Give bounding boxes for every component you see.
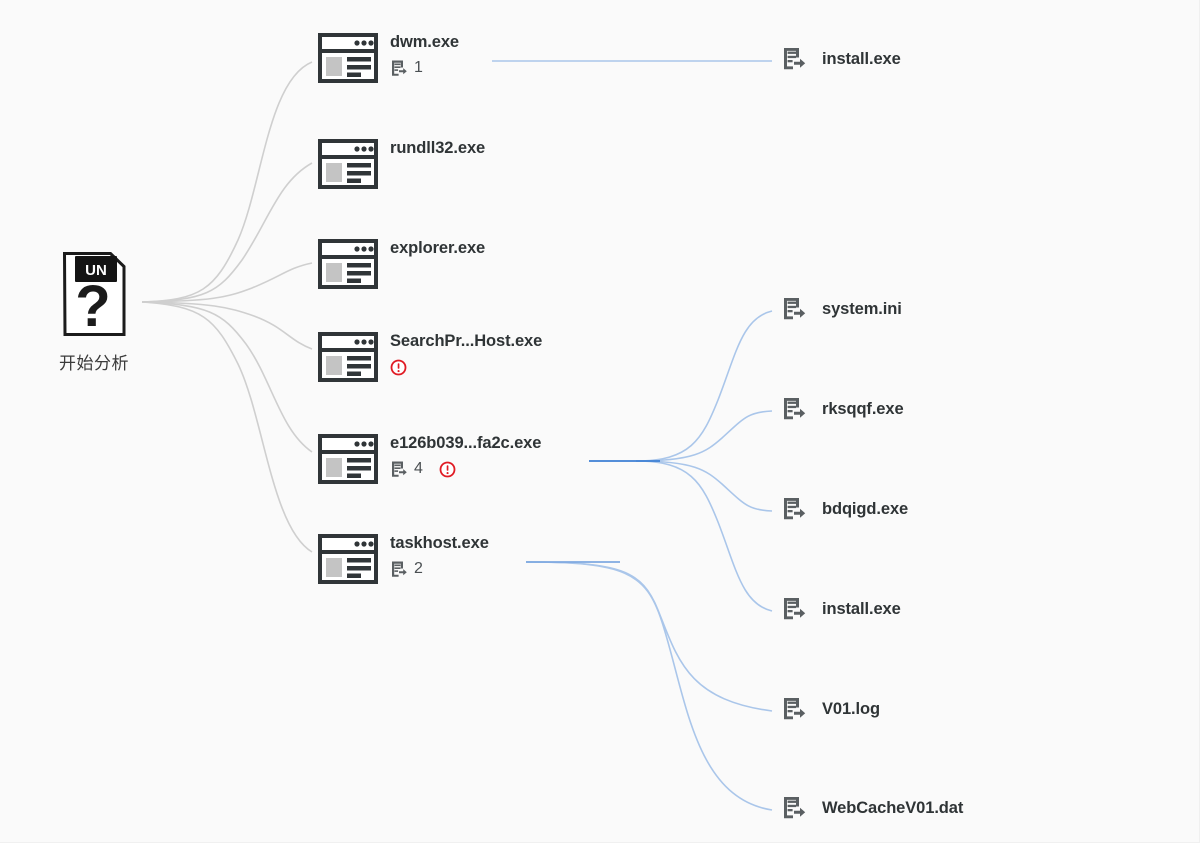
process-name: SearchPr...Host.exe [390,332,543,350]
file-node-system-ini[interactable]: system.ini [782,296,902,324]
edge-e126b039-bdqigd [635,460,773,512]
process-name: rundll32.exe [390,139,486,157]
process-node-dwm[interactable]: dwm.exe 1 [318,32,459,83]
file-write-icon [782,795,808,823]
file-name: install.exe [822,50,901,68]
process-meta [390,357,407,377]
file-count-value: 1 [414,59,423,76]
file-write-icon [782,596,808,624]
file-count-badge: 2 [390,560,423,578]
process-window-icon [318,332,378,382]
file-name: bdqigd.exe [822,500,909,518]
process-window-icon [318,534,378,584]
file-name: WebCacheV01.dat [822,799,964,817]
file-node-install-top[interactable]: install.exe [782,46,901,74]
process-window-icon [318,139,378,189]
root-node-label: 开始分析 [59,354,129,373]
file-write-icon [782,396,808,424]
root-node-start-analysis[interactable]: UN ? 开始分析 [14,250,174,374]
file-node-text: WebCacheV01.dat [822,795,963,821]
edge-taskhost-v01log [525,561,773,712]
process-node-e126b039[interactable]: e126b039...fa2c.exe 4 [318,433,541,484]
process-name: explorer.exe [390,239,486,257]
process-node-text: e126b039...fa2c.exe 4 [390,433,541,479]
process-node-searchprotocolhost[interactable]: SearchPr...Host.exe [318,331,542,382]
process-window-icon [318,434,378,484]
file-node-rksqqf[interactable]: rksqqf.exe [782,396,904,424]
unknown-file-icon: UN ? [60,250,128,339]
file-write-icon [782,46,808,74]
file-count-value: 4 [414,460,423,477]
process-meta: 2 [390,559,423,579]
process-node-text: SearchPr...Host.exe [390,331,542,377]
file-node-text: bdqigd.exe [822,496,908,522]
process-node-text: dwm.exe 1 [390,32,459,78]
warning-icon[interactable] [439,461,456,478]
process-window-icon [318,33,378,83]
file-write-icon [390,560,408,578]
process-name: taskhost.exe [390,534,489,552]
process-meta: 4 [390,459,456,479]
file-write-icon [782,296,808,324]
file-node-text: V01.log [822,696,880,722]
process-node-taskhost[interactable]: taskhost.exe 2 [318,533,489,584]
file-node-text: install.exe [822,596,901,622]
process-node-text: rundll32.exe [390,138,485,158]
edge-taskhost-webcache [525,561,773,811]
process-meta: 1 [390,58,423,78]
e126b039-file-edges [635,310,773,612]
file-node-text: rksqqf.exe [822,396,904,422]
file-write-icon [390,460,408,478]
svg-text:UN: UN [85,262,107,279]
file-write-icon [390,59,408,77]
svg-text:?: ? [75,274,110,339]
file-name: rksqqf.exe [822,400,904,418]
file-node-text: system.ini [822,296,902,322]
process-name: e126b039...fa2c.exe [390,434,542,452]
warning-icon[interactable] [390,359,407,376]
file-name: system.ini [822,300,902,318]
file-count-badge: 4 [390,460,423,478]
file-node-install-mid[interactable]: install.exe [782,596,901,624]
file-write-icon [782,696,808,724]
process-name: dwm.exe [390,33,459,51]
file-write-icon [782,496,808,524]
file-name: V01.log [822,700,880,718]
edge-e126b039-system-ini [635,310,773,462]
process-window-icon [318,239,378,289]
file-count-badge: 1 [390,59,423,77]
file-node-text: install.exe [822,46,901,72]
process-node-text: explorer.exe [390,238,485,258]
file-node-webcache[interactable]: WebCacheV01.dat [782,795,963,823]
process-node-text: taskhost.exe 2 [390,533,489,579]
taskhost-file-edges [525,561,773,811]
file-node-v01-log[interactable]: V01.log [782,696,880,724]
edge-e126b039-install [635,460,773,612]
process-node-explorer[interactable]: explorer.exe [318,238,485,289]
file-count-value: 2 [414,560,423,577]
edge-e126b039-rksqqf [635,410,773,462]
file-name: install.exe [822,600,901,618]
file-node-bdqigd[interactable]: bdqigd.exe [782,496,908,524]
process-node-rundll32[interactable]: rundll32.exe [318,138,485,189]
